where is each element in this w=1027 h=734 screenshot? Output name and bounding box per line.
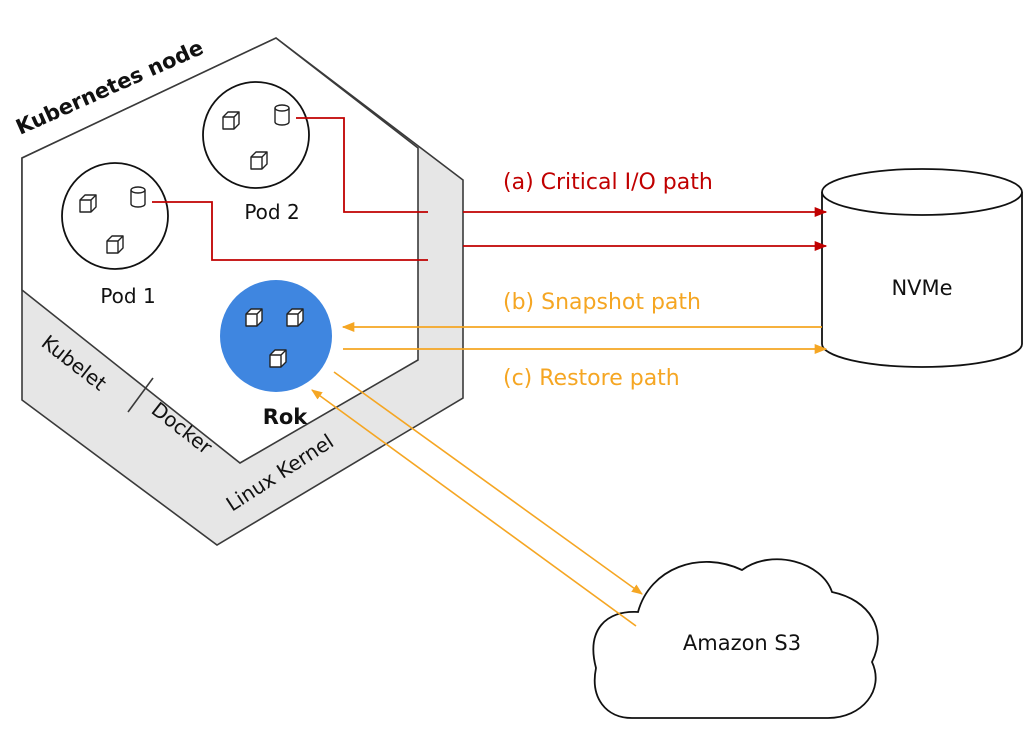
container-icon bbox=[79, 194, 97, 213]
kubelet-docker-divider bbox=[127, 377, 154, 413]
amazon-s3-cloud: Amazon S3 bbox=[592, 558, 879, 719]
container-icon bbox=[286, 308, 304, 327]
snapshot-path-label: (b) Snapshot path bbox=[503, 290, 701, 315]
critical-io-line-pod-2 bbox=[296, 117, 428, 213]
container-icon bbox=[106, 235, 124, 254]
pod-2: Pod 2 bbox=[202, 81, 310, 224]
s3-to-rok-arrow bbox=[311, 389, 637, 627]
pod-2-circle bbox=[202, 81, 310, 189]
rok-label: Rok bbox=[263, 405, 309, 429]
volume-icon bbox=[130, 186, 146, 208]
restore-path-label: (c) Restore path bbox=[503, 366, 680, 391]
pod-2-label: Pod 2 bbox=[244, 200, 299, 224]
nvme-label: NVMe bbox=[891, 276, 952, 300]
container-icon bbox=[245, 308, 263, 327]
amazon-s3-label: Amazon S3 bbox=[683, 631, 801, 655]
container-icon bbox=[269, 349, 287, 368]
rok: Rok bbox=[220, 280, 332, 429]
critical-io-line-pod-1 bbox=[152, 201, 428, 261]
volume-icon bbox=[274, 104, 290, 126]
nvme-disk: NVMe bbox=[821, 168, 1023, 368]
container-icon bbox=[250, 151, 268, 170]
critical-io-path-label: (a) Critical I/O path bbox=[503, 170, 713, 195]
container-icon bbox=[222, 111, 240, 130]
rok-to-s3-arrow bbox=[333, 371, 643, 595]
rok-circle bbox=[220, 280, 332, 392]
pod-1-label: Pod 1 bbox=[100, 284, 155, 308]
pod-1: Pod 1 bbox=[61, 162, 169, 308]
